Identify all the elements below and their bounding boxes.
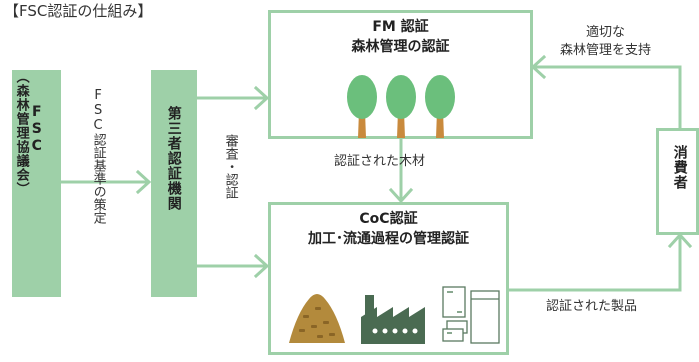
- coc-panel: CoC認証 加工･流通過程の管理認証: [268, 202, 509, 355]
- third-party-label: 第三者認証機関: [165, 106, 182, 211]
- support-label-line2: 森林管理を支持: [560, 42, 652, 58]
- fsc-standard-label: FSC認証基準の策定: [90, 88, 106, 224]
- audit-dot: ・: [222, 160, 238, 173]
- arrow-coc-to-consumer: [506, 234, 682, 292]
- fm-title-line1: FM 認証: [372, 19, 429, 35]
- audit-text: 審査: [222, 134, 238, 160]
- coc-title-line1: CoC認証: [359, 211, 418, 227]
- third-party-box: 第三者認証機関: [151, 70, 197, 297]
- fm-panel: FM 認証 森林管理の認証: [268, 10, 533, 139]
- certified-products-label: 認証された製品: [546, 299, 638, 314]
- fsc-name: FSC: [28, 104, 45, 155]
- certified-wood-label: 認証された木材: [334, 154, 426, 169]
- fm-title: FM 認証 森林管理の認証: [271, 17, 530, 58]
- certify-text: 認証: [222, 173, 238, 199]
- tree-icon: [386, 75, 416, 138]
- factory-icon: [361, 295, 425, 344]
- arrow-consumer-to-fm: [532, 65, 682, 130]
- page-title: 【FSC認証の仕組み】: [4, 2, 153, 20]
- paper-products-icon: [442, 286, 500, 344]
- tree-icon: [347, 75, 377, 138]
- fsc-org-name: （森林管理協議会）: [13, 70, 29, 196]
- coc-title: CoC認証 加工･流通過程の管理認証: [271, 209, 506, 250]
- audit-label: 審査・認証: [222, 134, 238, 199]
- trees-icon: [347, 75, 455, 138]
- fm-title-line2: 森林管理の認証: [351, 39, 450, 56]
- support-label: 適切な 森林管理を支持: [560, 24, 651, 59]
- wood-pellets-icon: [289, 294, 345, 343]
- tree-icon: [425, 75, 455, 138]
- support-label-line1: 適切な: [586, 25, 626, 40]
- consumer-box: 消費者: [656, 128, 699, 235]
- consumer-label: 消費者: [671, 145, 688, 190]
- fsc-box: FSC （森林管理協議会）: [12, 70, 61, 297]
- coc-title-line2: 加工･流通過程の管理認証: [308, 231, 469, 248]
